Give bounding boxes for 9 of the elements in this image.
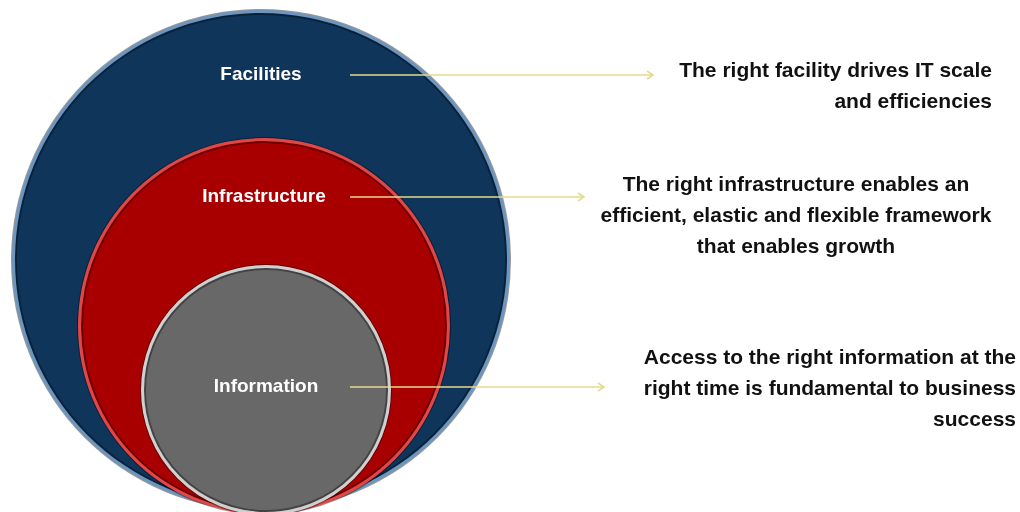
circle-label: Infrastructure xyxy=(202,185,326,207)
circle-label: Information xyxy=(213,375,319,397)
circle-label: Facilities xyxy=(220,63,302,85)
arrow xyxy=(349,70,654,80)
arrow xyxy=(349,382,605,392)
description-text: Access to the right information at the right time is fundamental to business success xyxy=(606,341,1016,434)
description-text: The right facility drives IT scale and efficiencies xyxy=(655,54,992,116)
arrow xyxy=(349,192,585,202)
description-text: The right infrastructure enables an efficient, elastic and flexible framework that enables growth xyxy=(586,168,1006,261)
